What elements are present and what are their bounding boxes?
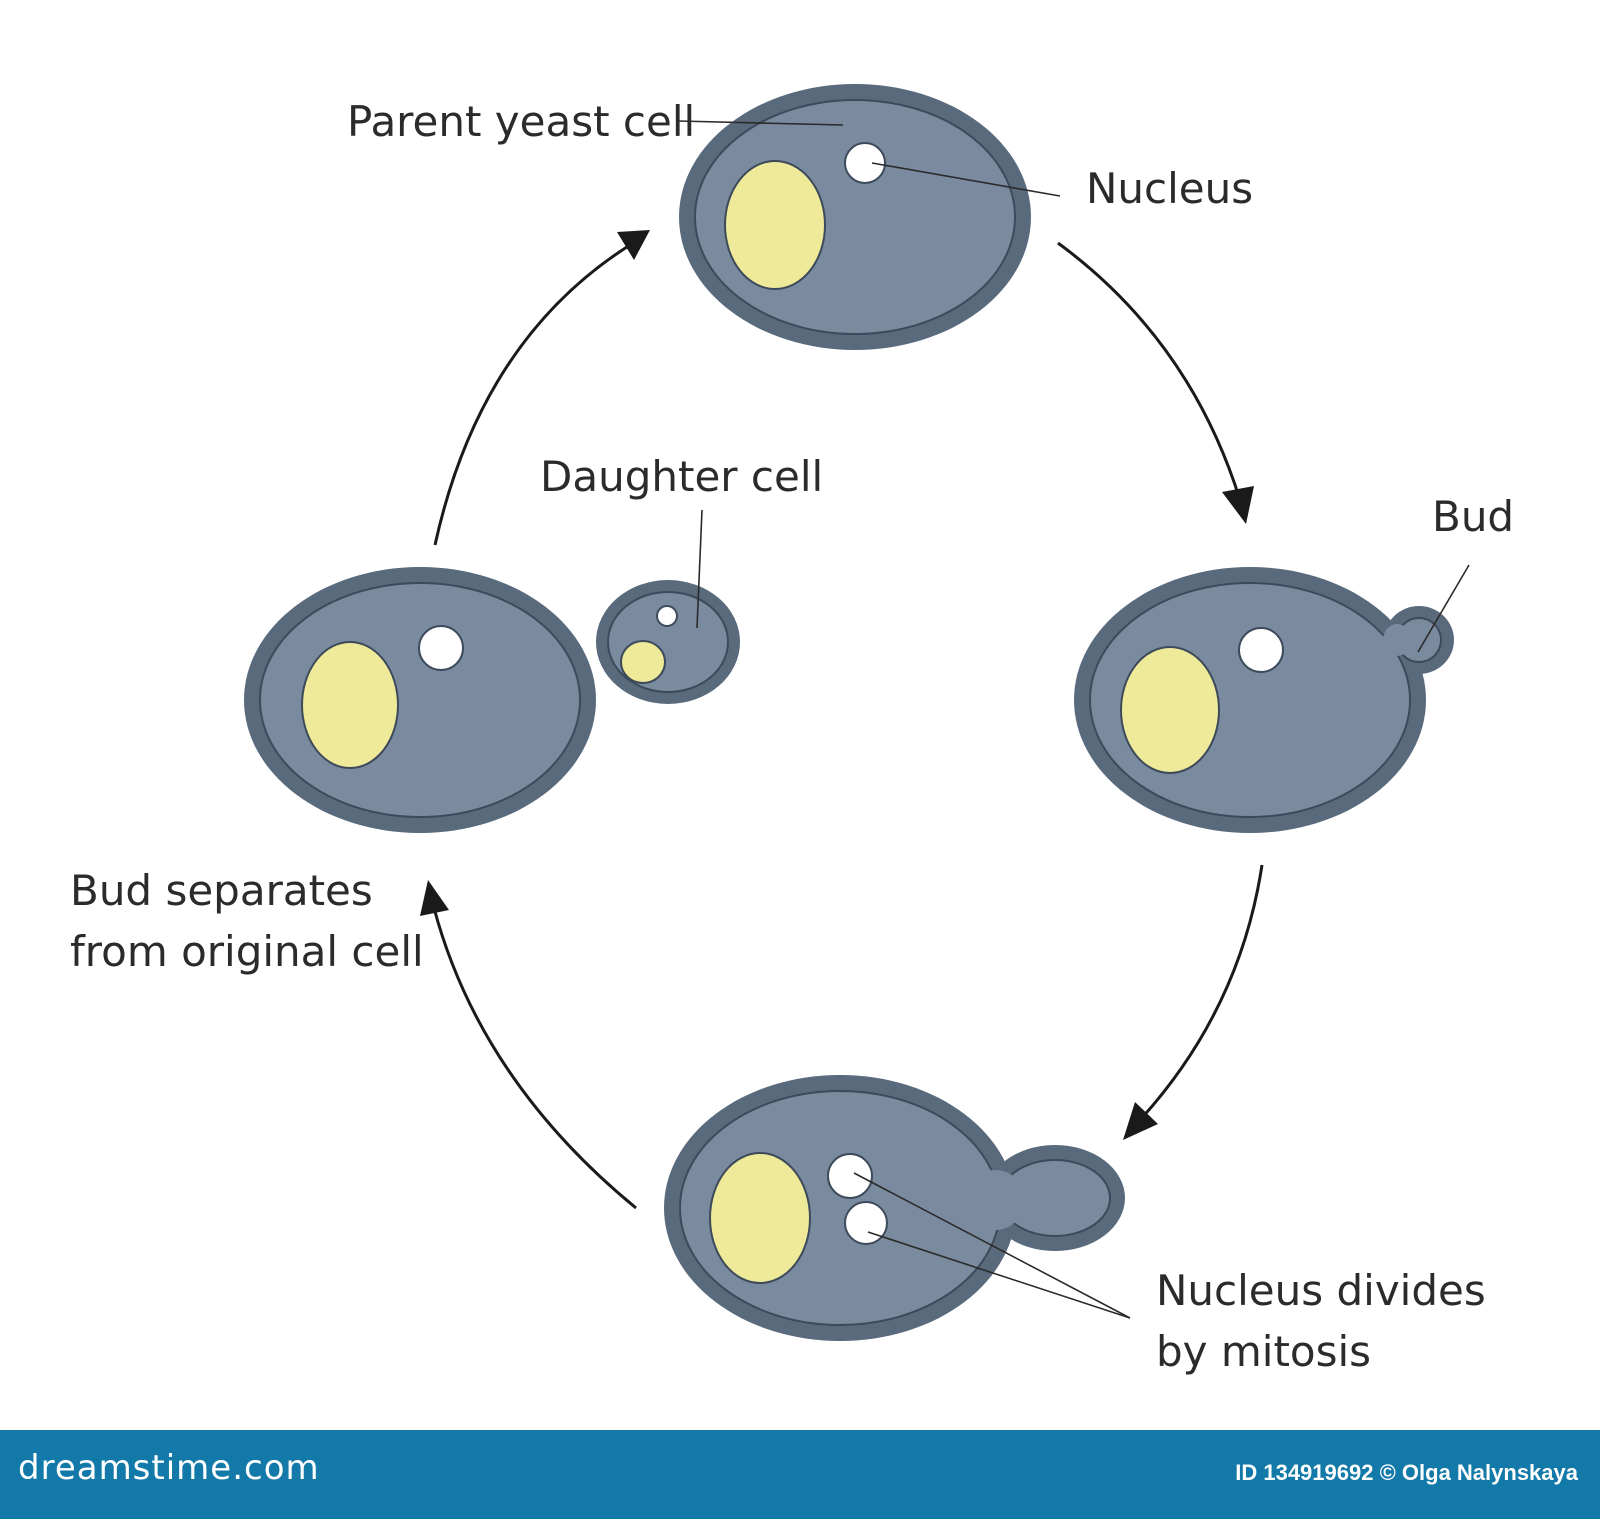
label-bud: Bud: [1432, 492, 1514, 541]
leader-lines: [677, 120, 1470, 1319]
cycle-arrow-top-left: [433, 243, 631, 546]
vacuole: [301, 641, 399, 769]
vacuole: [709, 1152, 811, 1284]
daughter-cell: [596, 580, 740, 704]
nucleus: [844, 142, 886, 184]
separating-cell: [244, 567, 596, 833]
nucleus: [656, 605, 678, 627]
vacuole: [620, 640, 666, 684]
cycle-arrow-bottom-right: [1138, 864, 1264, 1122]
label-daughter-cell: Daughter cell: [540, 452, 823, 501]
footer-bar: dreamstime.com ID 134919692 © Olga Nalyn…: [0, 1430, 1600, 1519]
arrowhead-top-right: [1222, 486, 1254, 524]
footer-brand: dreamstime.com: [18, 1448, 320, 1488]
vacuole: [1120, 646, 1220, 774]
nucleus-2: [844, 1201, 888, 1245]
yeast-budding-diagram: Parent yeast cell Nucleus Bud Daughter c…: [70, 84, 1514, 1376]
footer-credit: ID 134919692 © Olga Nalynskaya: [1235, 1460, 1578, 1485]
arrowhead-top-left: [617, 230, 650, 260]
label-nucleus-divides-line1: Nucleus divides: [1156, 1266, 1486, 1315]
arrowhead-bottom-right: [1123, 1102, 1158, 1140]
cycle-arrows: [420, 230, 1264, 1210]
cycle-arrow-bottom-left: [432, 907, 637, 1210]
label-nucleus-divides-line2: by mitosis: [1156, 1327, 1371, 1376]
label-nucleus: Nucleus: [1086, 164, 1253, 213]
budding-cell: [1074, 567, 1454, 833]
nucleus-1: [827, 1153, 873, 1199]
cycle-arrow-top-right: [1057, 241, 1242, 501]
label-bud-separates-line1: Bud separates: [70, 866, 373, 915]
parent-yeast-cell: [679, 84, 1031, 350]
dividing-cell: [664, 1075, 1125, 1341]
label-bud-separates-line2: from original cell: [70, 927, 424, 976]
nucleus: [1238, 627, 1284, 673]
vacuole: [724, 160, 826, 290]
nucleus: [418, 625, 464, 671]
label-parent-yeast-cell: Parent yeast cell: [347, 97, 695, 146]
arrowhead-bottom-left: [420, 880, 449, 916]
